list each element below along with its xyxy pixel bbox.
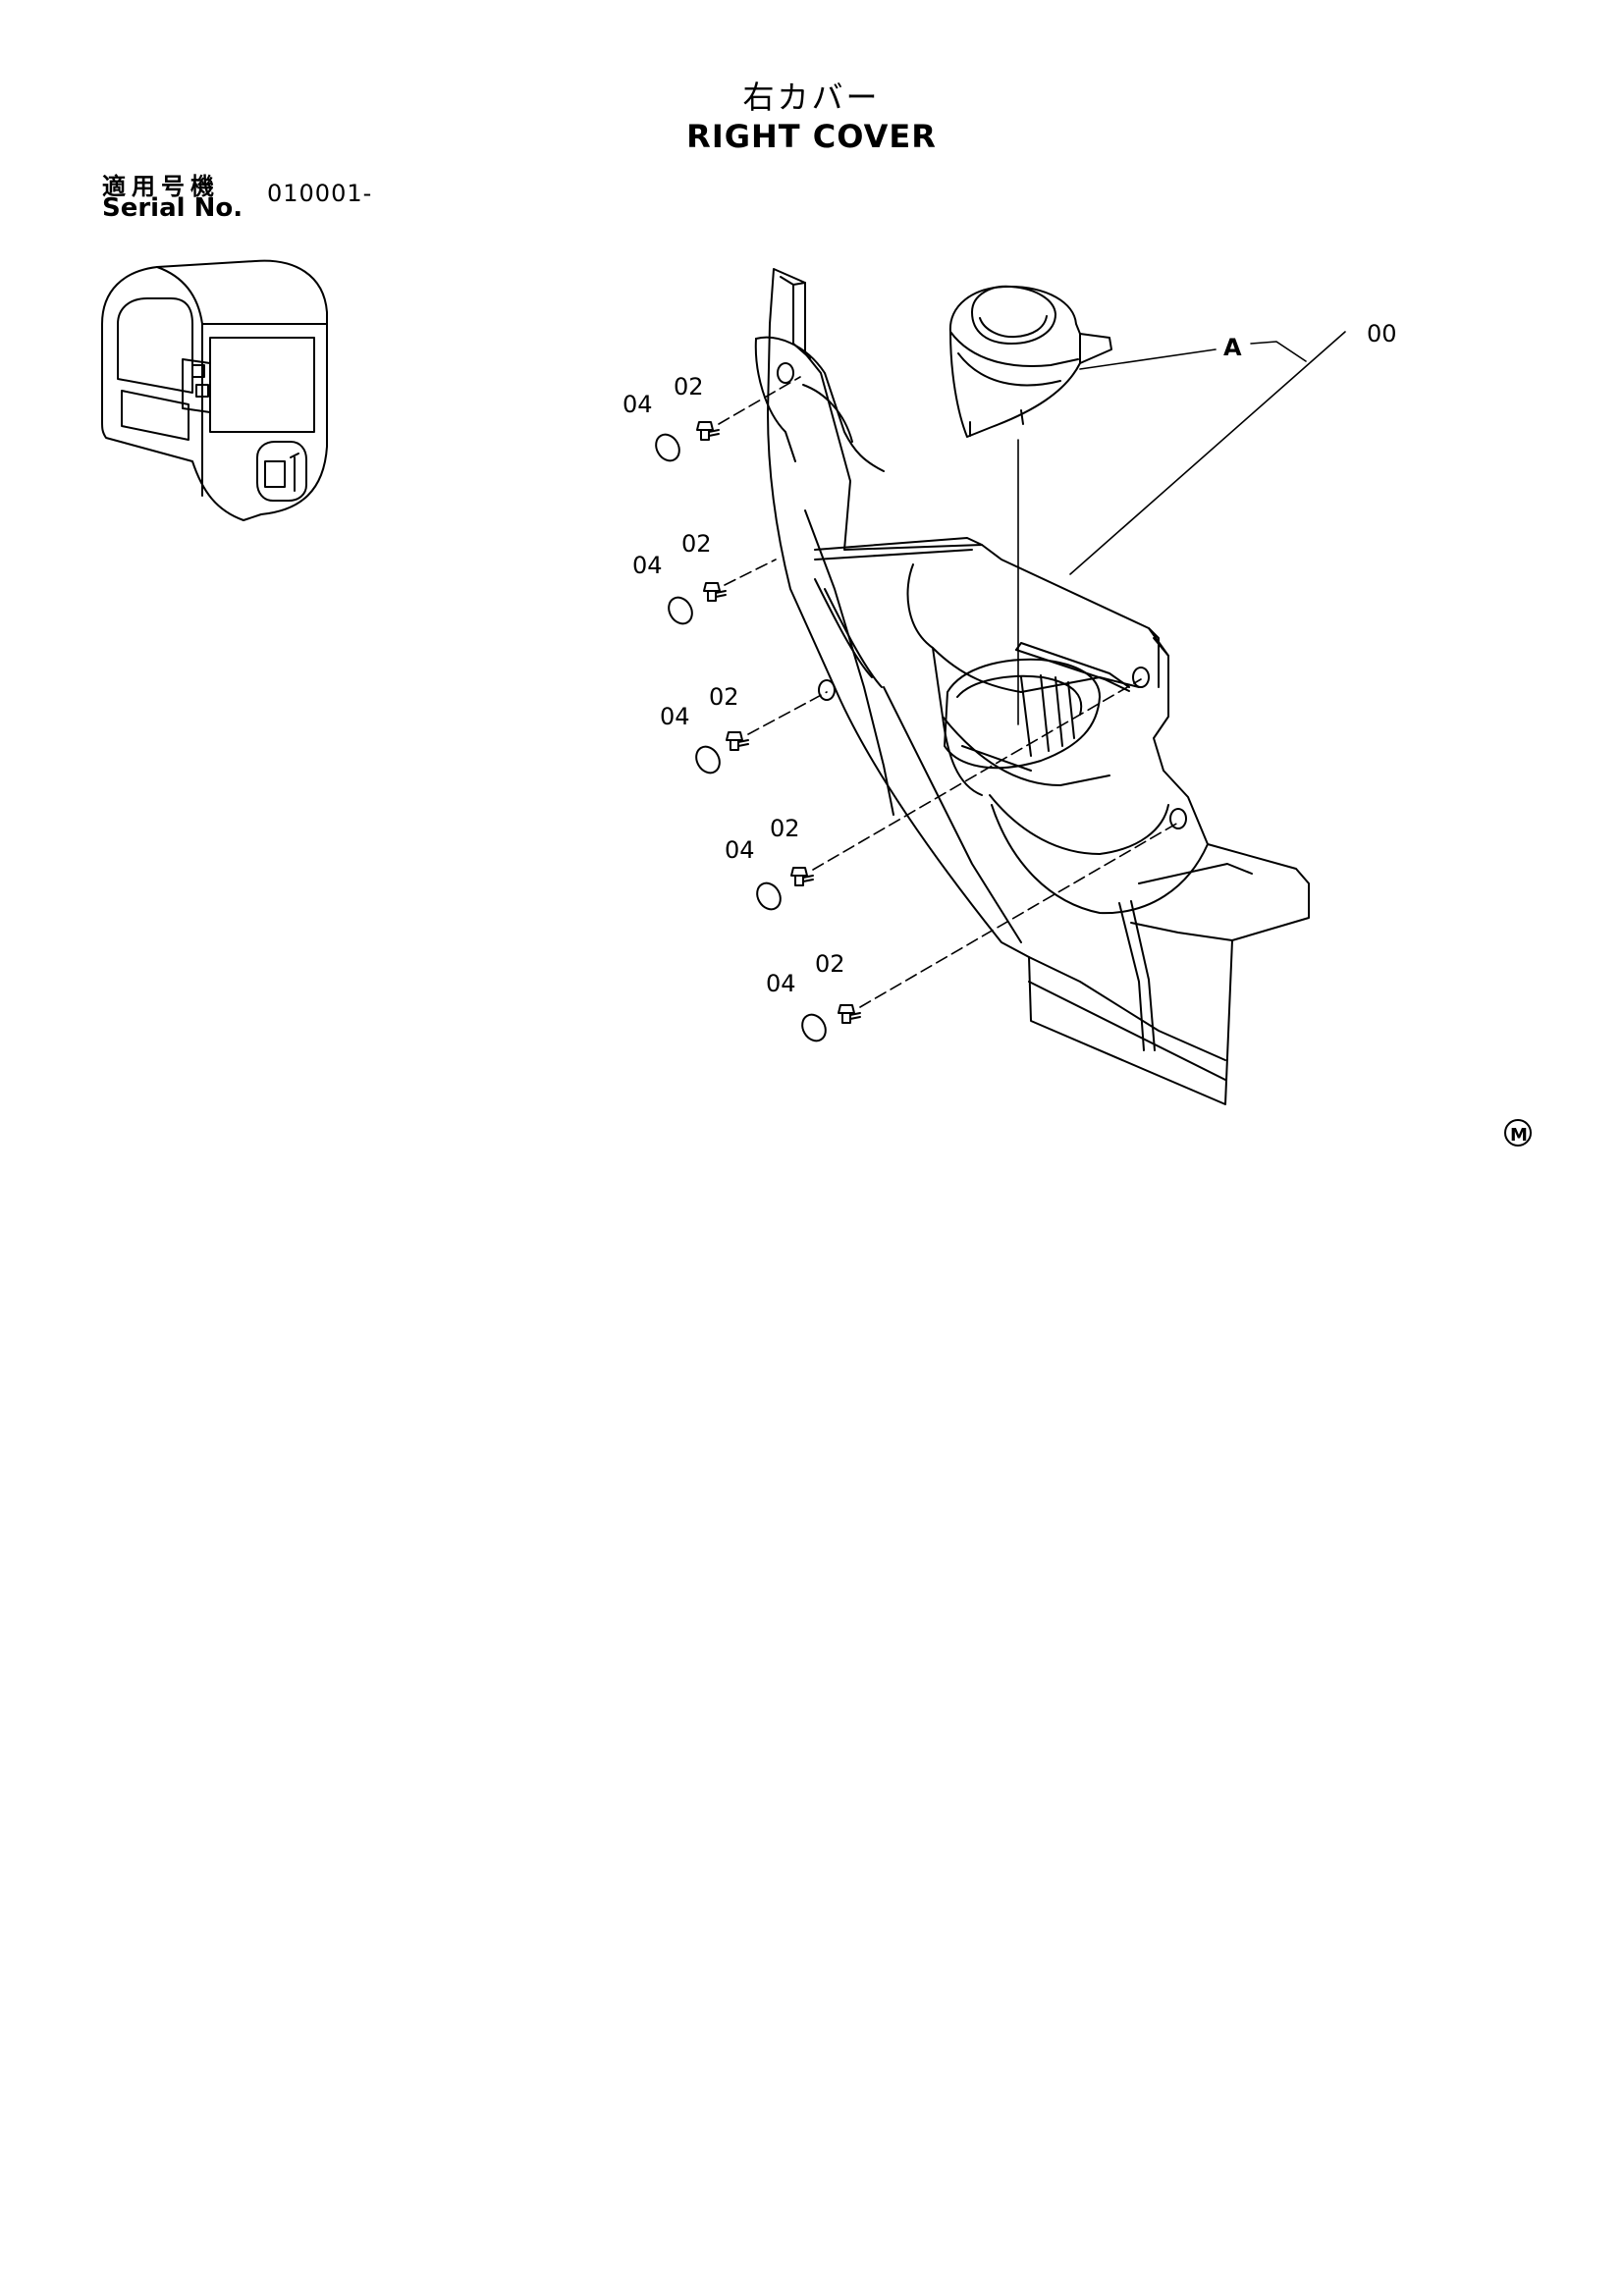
serial-number: 010001- (267, 180, 373, 207)
callout-labels: 00 A 04 02 04 02 04 02 04 02 04 02 (622, 320, 1397, 997)
callout-02: 02 (709, 683, 739, 711)
callout-02: 02 (674, 373, 704, 400)
title-japanese: 右カバー (742, 79, 881, 116)
callout-04: 04 (725, 836, 755, 864)
mounting-holes (777, 362, 1187, 829)
callout-04: 04 (660, 703, 690, 730)
callout-04: 04 (766, 970, 796, 997)
cup-holder-recess (944, 642, 1130, 772)
circled-m-icon: M (1504, 1119, 1532, 1147)
callout-00: 00 (1367, 320, 1397, 347)
callout-02: 02 (770, 815, 800, 842)
excavator-cab-icon (101, 259, 328, 521)
callout-02: 02 (681, 530, 712, 558)
manual-mark: M (1510, 1125, 1528, 1146)
callout-02: 02 (815, 950, 845, 978)
callout-04: 04 (622, 391, 653, 418)
detail-a-cover (948, 285, 1112, 438)
callout-a: A (1223, 334, 1242, 361)
cap-04-parts (655, 433, 827, 1042)
assembly-lines (718, 376, 1179, 1008)
bolt-02-parts (696, 421, 861, 1024)
right-cover-assembly (754, 268, 1310, 1105)
serial-label-english: Serial No. (102, 193, 243, 223)
title-english: RIGHT COVER (686, 118, 937, 155)
callout-04: 04 (632, 552, 663, 579)
leader-lines (1069, 331, 1346, 575)
serial-label-japanese: 適用号機 (102, 173, 220, 200)
